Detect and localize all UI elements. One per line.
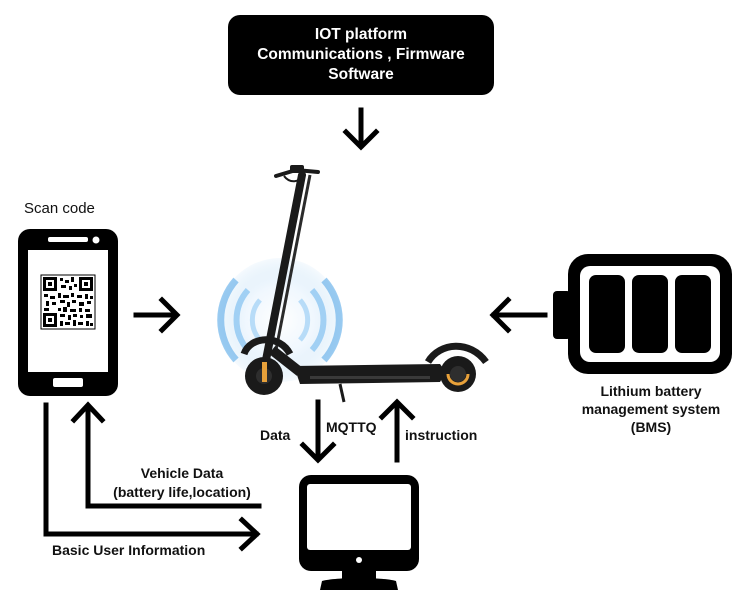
battery-icon [553,254,732,374]
iot-platform-subtitle: Communications , Firmware [257,46,465,63]
iot-platform-title: IOT platform [314,26,408,43]
battery-label: Lithium battery management system (BMS) [560,382,742,436]
scooter-icon [240,165,489,403]
vehicle-data-line2: (battery life,location) [113,484,251,500]
arrow-down-iot [342,107,380,151]
data-label: Data [260,427,291,443]
arrow-vehicle-data [70,401,262,509]
iot-platform-software: Software [328,66,394,83]
arrow-right-phone-to-scooter [133,296,181,334]
iot-platform-box: IOT platform Communications , Firmware S… [228,15,494,95]
arrow-up-instruction [378,398,416,463]
scan-code-caption: Scan code [24,200,95,217]
protocol-label: MQTTQ [326,419,377,435]
vehicle-data-line1: Vehicle Data [140,465,224,481]
arrow-down-data [299,399,337,464]
vehicle-data-label: Vehicle Data (battery life,location) [100,464,264,502]
computer-monitor-icon [299,475,419,590]
arrow-left-battery-to-scooter [489,296,548,334]
battery-label-line1: Lithium battery [600,383,702,399]
battery-label-line2: management system [581,401,721,417]
qr-code-icon [40,274,96,330]
instruction-label: instruction [405,427,478,443]
basic-user-info-label: Basic User Information [52,542,206,558]
arrow-basic-user-info [43,402,261,552]
battery-label-line3: (BMS) [630,419,672,435]
